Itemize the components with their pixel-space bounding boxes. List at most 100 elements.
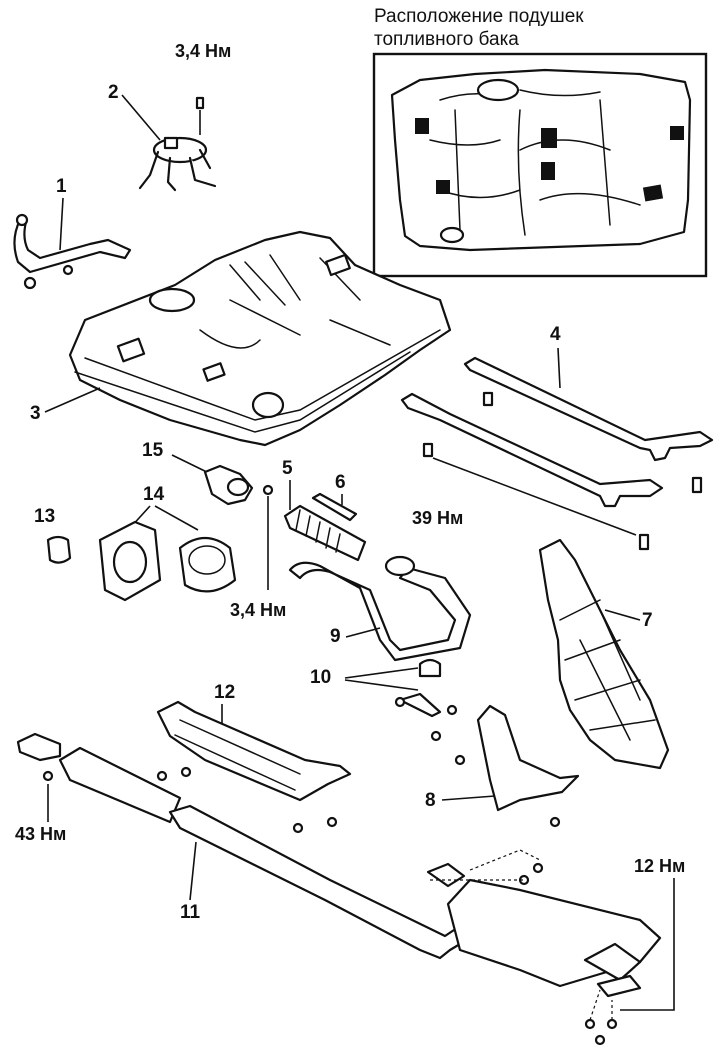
muffler-bolt	[606, 1018, 618, 1030]
filler-pipe-body	[288, 561, 472, 662]
band-bolt	[422, 442, 434, 458]
sender-bracket	[13, 218, 132, 274]
part-heat-insulator: 12	[156, 682, 352, 834]
tank-band-lower	[400, 392, 664, 508]
tank-filler-neck-port	[251, 391, 285, 419]
tank-pad-square	[325, 253, 351, 277]
tank-ribs	[199, 254, 391, 349]
muffler-bolt	[532, 862, 544, 874]
part-exhaust: 11 43 Нм 12 Нм	[15, 732, 685, 1046]
exhaust-resonator	[58, 746, 182, 824]
torque-band-bolts: 39 Нм	[412, 508, 463, 528]
callout-12: 12	[214, 682, 235, 703]
hose-corrugation	[295, 509, 341, 553]
bracket-bolt	[454, 754, 466, 766]
callout-15: 15	[142, 440, 164, 461]
insulator-bolt	[326, 816, 338, 828]
callout-2-leader	[121, 94, 161, 141]
callout-8: 8	[425, 790, 436, 811]
plug-body	[46, 535, 72, 564]
tank-seam	[84, 329, 441, 421]
heat-shield-ribs	[559, 599, 656, 741]
part-heat-shield: 7	[538, 538, 670, 770]
callout-1-leader	[59, 197, 64, 251]
callout-7-leader	[604, 609, 641, 621]
insulator-body	[156, 700, 352, 802]
inset-cushion-pad	[436, 180, 450, 194]
muffler-hanger	[426, 862, 466, 888]
heat-shield-body	[538, 538, 670, 770]
bracket-bolt	[549, 816, 561, 828]
clamp-bolt	[446, 704, 458, 716]
pump-connector	[163, 136, 179, 150]
sender-plug	[15, 213, 29, 227]
inset-cushion-pad	[415, 118, 429, 134]
insulator-bolt	[180, 766, 192, 778]
inset-title-line1: Расположение подушек	[374, 6, 584, 27]
filler-pipe-end	[384, 555, 416, 577]
callout-3: 3	[30, 403, 41, 424]
part-fuel-pump: 3,4 Нм 2	[108, 41, 231, 192]
callout-3-leader	[44, 387, 101, 413]
band-bolt	[638, 533, 650, 551]
callout-2: 2	[108, 82, 119, 103]
sender-bolt	[23, 276, 37, 290]
part-shield-bracket: 8	[425, 704, 580, 828]
callout-8-leader	[441, 795, 496, 801]
insulator-bolt	[292, 822, 304, 834]
callout-10: 10	[310, 667, 331, 688]
tank-pump-opening	[148, 287, 196, 313]
callout-14: 14	[143, 484, 165, 505]
callout-10-leader-a	[344, 667, 419, 679]
band-bolt	[482, 391, 494, 407]
part-filler-cap: 15 3,4 Нм	[142, 440, 286, 620]
callout-1: 1	[56, 176, 67, 197]
tank-pad-square	[116, 337, 146, 363]
pump-flange	[152, 136, 208, 164]
band-torque-leader	[432, 457, 637, 536]
inset-cushion-pad	[642, 184, 664, 202]
muffler-torque-leader	[620, 878, 675, 1011]
inset-tank-outline	[390, 68, 692, 252]
filler-housing-hole	[112, 540, 148, 584]
callout-6: 6	[335, 472, 346, 493]
inset-cushion-pad	[541, 162, 555, 180]
pump-bolt	[195, 96, 205, 110]
vent-hose	[311, 492, 358, 522]
callout-4: 4	[550, 324, 561, 345]
callout-4-leader	[557, 347, 561, 389]
callout-14-leader-b	[154, 505, 199, 531]
hose-body	[283, 504, 367, 562]
clamp-bolt	[394, 696, 406, 708]
torque-filler-bolt: 3,4 Нм	[230, 600, 286, 620]
part-tank-bands: 4 39 Нм	[400, 324, 714, 551]
part-filler-hose: 5 6	[282, 458, 367, 562]
inset-cushion-locations: Расположение подушек топливного бака	[372, 6, 708, 278]
part-filler-pipe: 9	[288, 555, 472, 662]
front-pipe-bolt	[42, 770, 54, 782]
torque-pump-bolts: 3,4 Нм	[175, 41, 231, 61]
inset-drain-plug	[439, 226, 465, 244]
callout-9-leader	[345, 627, 381, 638]
inset-pump-opening	[476, 78, 520, 102]
torque-front-pipe: 43 Нм	[15, 824, 66, 844]
part-filler-housing: 14	[98, 484, 237, 602]
pump-body	[138, 148, 217, 192]
callout-13: 13	[34, 506, 55, 527]
tank-band-upper	[463, 356, 714, 462]
exhaust-front-flange	[16, 732, 62, 762]
callout-10-leader-b	[344, 679, 419, 691]
filler-cap-ring	[226, 477, 250, 497]
tank-body	[68, 230, 452, 447]
part-plug: 13	[34, 506, 72, 564]
sender-screw	[62, 264, 74, 276]
callout-5: 5	[282, 458, 293, 479]
band-bolt	[691, 476, 703, 494]
tank-pad-square	[202, 362, 226, 382]
part-fuel-sender: 1	[13, 176, 132, 290]
callout-11: 11	[180, 902, 201, 923]
muffler-bolt	[594, 1034, 606, 1046]
clamp-bottom	[398, 692, 442, 718]
muffler-bolt	[584, 1018, 596, 1030]
